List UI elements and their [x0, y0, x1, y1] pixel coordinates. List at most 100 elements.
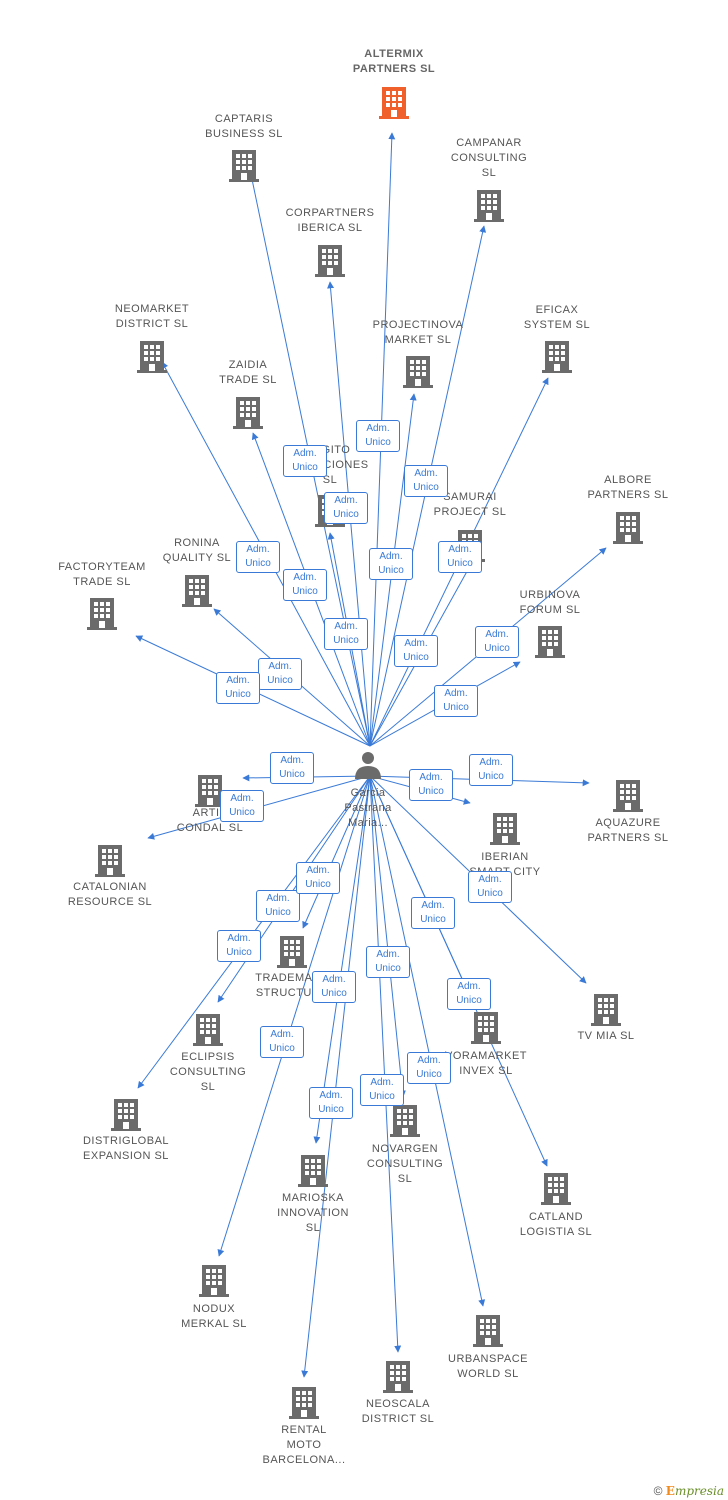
company-label-rental[interactable]: RENTAL MOTO BARCELONA... — [262, 1424, 346, 1466]
role-badge[interactable]: Adm.Unico — [407, 1052, 451, 1084]
company-label-artis[interactable]: ARTIS CONDAL SL — [176, 807, 244, 834]
role-badge[interactable]: Adm.Unico — [394, 635, 438, 667]
role-badge[interactable]: Adm.Unico — [256, 890, 300, 922]
role-badge-line2: Unico — [279, 769, 305, 780]
building-icon[interactable] — [383, 1361, 413, 1393]
company-label-trademark[interactable]: TRADEMARK STRUCTURE — [255, 972, 329, 999]
role-badge[interactable]: Adm.Unico — [404, 465, 448, 497]
company-label-albore[interactable]: ALBORE PARTNERS SL — [587, 474, 669, 501]
company-label-ronina[interactable]: RONINA QUALITY SL — [162, 537, 232, 564]
edge-novargen — [369, 775, 406, 1098]
role-badge-line2: Unico — [378, 565, 404, 576]
role-badge[interactable]: Adm.Unico — [270, 752, 314, 784]
building-icon[interactable] — [199, 1265, 229, 1297]
role-badge[interactable]: Adm.Unico — [356, 420, 400, 452]
role-badge-line1: Adm. — [366, 423, 390, 434]
role-badge[interactable]: Adm.Unico — [283, 445, 327, 477]
brand-logo[interactable]: Empresia — [665, 1484, 724, 1498]
building-icon[interactable] — [193, 1014, 223, 1046]
company-label-nodux[interactable]: NODUX MERKAL SL — [181, 1303, 247, 1330]
company-label-neoscala[interactable]: NEOSCALA DISTRICT SL — [361, 1398, 435, 1425]
building-icon[interactable] — [315, 245, 345, 277]
company-label-urbinova[interactable]: URBINOVA FORUM SL — [519, 589, 581, 616]
role-badge[interactable]: Adm.Unico — [475, 626, 519, 658]
building-icon[interactable] — [87, 598, 117, 630]
building-icon[interactable] — [390, 1105, 420, 1137]
role-badge[interactable]: Adm.Unico — [434, 685, 478, 717]
role-badge-line1: Adm. — [226, 675, 250, 686]
building-icon[interactable] — [535, 626, 565, 658]
company-label-neomarket[interactable]: NEOMARKET DISTRICT SL — [114, 303, 190, 330]
company-label-eclipsis[interactable]: ECLIPSIS CONSULTING SL — [169, 1051, 247, 1093]
company-label-altermix[interactable]: ALTERMIX PARTNERS SL — [352, 48, 436, 75]
role-badge[interactable]: Adm.Unico — [217, 930, 261, 962]
edge-eclipsis — [217, 775, 371, 1003]
company-label-projectinova[interactable]: PROJECTINOVA MARKET SL — [372, 319, 464, 346]
company-label-tvmia[interactable]: TV MIA SL — [577, 1030, 635, 1042]
company-label-voramarket[interactable]: VORAMARKET INVEX SL — [444, 1050, 527, 1077]
building-icon[interactable] — [111, 1099, 141, 1131]
building-icon[interactable] — [613, 780, 643, 812]
role-badge[interactable]: Adm.Unico — [438, 541, 482, 573]
building-icon[interactable] — [471, 1012, 501, 1044]
role-badge[interactable]: Adm.Unico — [369, 548, 413, 580]
building-icon[interactable] — [182, 575, 212, 607]
building-icon[interactable] — [474, 190, 504, 222]
company-label-samurai[interactable]: SAMURAI PROJECT SL — [433, 491, 507, 518]
building-icon[interactable] — [473, 1315, 503, 1347]
role-badge[interactable]: Adm.Unico — [236, 541, 280, 573]
building-icon[interactable] — [490, 813, 520, 845]
building-icon[interactable] — [137, 341, 167, 373]
company-label-catland[interactable]: CATLAND LOGISTIA SL — [519, 1211, 593, 1238]
role-badge-line2: Unico — [416, 1069, 442, 1080]
building-icon[interactable] — [541, 1173, 571, 1205]
role-badge-line2: Unico — [229, 807, 255, 818]
building-icon[interactable] — [403, 356, 433, 388]
role-badge[interactable]: Adm.Unico — [283, 569, 327, 601]
role-badge[interactable]: Adm.Unico — [409, 769, 453, 801]
company-label-aquazure[interactable]: AQUAZURE PARTNERS SL — [587, 817, 669, 844]
role-badge-line1: Adm. — [376, 949, 400, 960]
company-label-zaidia[interactable]: ZAIDIA TRADE SL — [219, 359, 277, 386]
building-icon[interactable] — [289, 1387, 319, 1419]
role-badge[interactable]: Adm.Unico — [324, 618, 368, 650]
role-badge[interactable]: Adm.Unico — [296, 862, 340, 894]
company-label-campanar[interactable]: CAMPANAR CONSULTING SL — [450, 137, 528, 179]
building-icon[interactable] — [233, 397, 263, 429]
role-badge[interactable]: Adm.Unico — [411, 897, 455, 929]
role-badge[interactable]: Adm.Unico — [258, 658, 302, 690]
building-icon[interactable] — [298, 1155, 328, 1187]
person-name[interactable]: Garcia Pastrana Maria... — [344, 787, 392, 829]
role-badge[interactable]: Adm.Unico — [260, 1026, 304, 1058]
building-icon[interactable] — [542, 341, 572, 373]
company-label-eficax[interactable]: EFICAX SYSTEM SL — [523, 304, 591, 331]
role-badge[interactable]: Adm.Unico — [469, 754, 513, 786]
person-icon[interactable] — [355, 752, 381, 779]
role-badge-line1: Adm. — [306, 865, 330, 876]
role-badge[interactable]: Adm.Unico — [216, 672, 260, 704]
company-label-captaris[interactable]: CAPTARIS BUSINESS SL — [205, 113, 283, 140]
building-icon[interactable] — [591, 994, 621, 1026]
company-label-factoryteam[interactable]: FACTORYTEAM TRADE SL — [58, 561, 146, 588]
company-label-distriglobal[interactable]: DISTRIGLOBAL EXPANSION SL — [82, 1135, 170, 1162]
building-icon[interactable] — [379, 87, 409, 119]
company-label-corpartners[interactable]: CORPARTNERS IBERICA SL — [285, 207, 375, 234]
role-badge[interactable]: Adm.Unico — [360, 1074, 404, 1106]
building-icon[interactable] — [613, 512, 643, 544]
building-icon[interactable] — [229, 150, 259, 182]
role-badge[interactable]: Adm.Unico — [447, 978, 491, 1010]
building-icon[interactable] — [95, 845, 125, 877]
role-badge[interactable]: Adm.Unico — [468, 871, 512, 903]
company-label-marioska[interactable]: MARIOSKA INNOVATION SL — [277, 1192, 349, 1234]
company-label-urbanspace[interactable]: URBANSPACE WORLD SL — [448, 1353, 528, 1380]
company-label-novargen[interactable]: NOVARGEN CONSULTING SL — [366, 1143, 444, 1185]
building-icon[interactable] — [277, 936, 307, 968]
role-badge-line2: Unico — [265, 907, 291, 918]
role-badge[interactable]: Adm.Unico — [324, 492, 368, 524]
role-badge[interactable]: Adm.Unico — [366, 946, 410, 978]
role-badge-line1: Adm. — [457, 981, 481, 992]
role-badge[interactable]: Adm.Unico — [220, 790, 264, 822]
company-label-catalonian[interactable]: CATALONIAN RESOURCE SL — [67, 881, 153, 908]
role-badge[interactable]: Adm.Unico — [309, 1087, 353, 1119]
role-badge[interactable]: Adm.Unico — [312, 971, 356, 1003]
